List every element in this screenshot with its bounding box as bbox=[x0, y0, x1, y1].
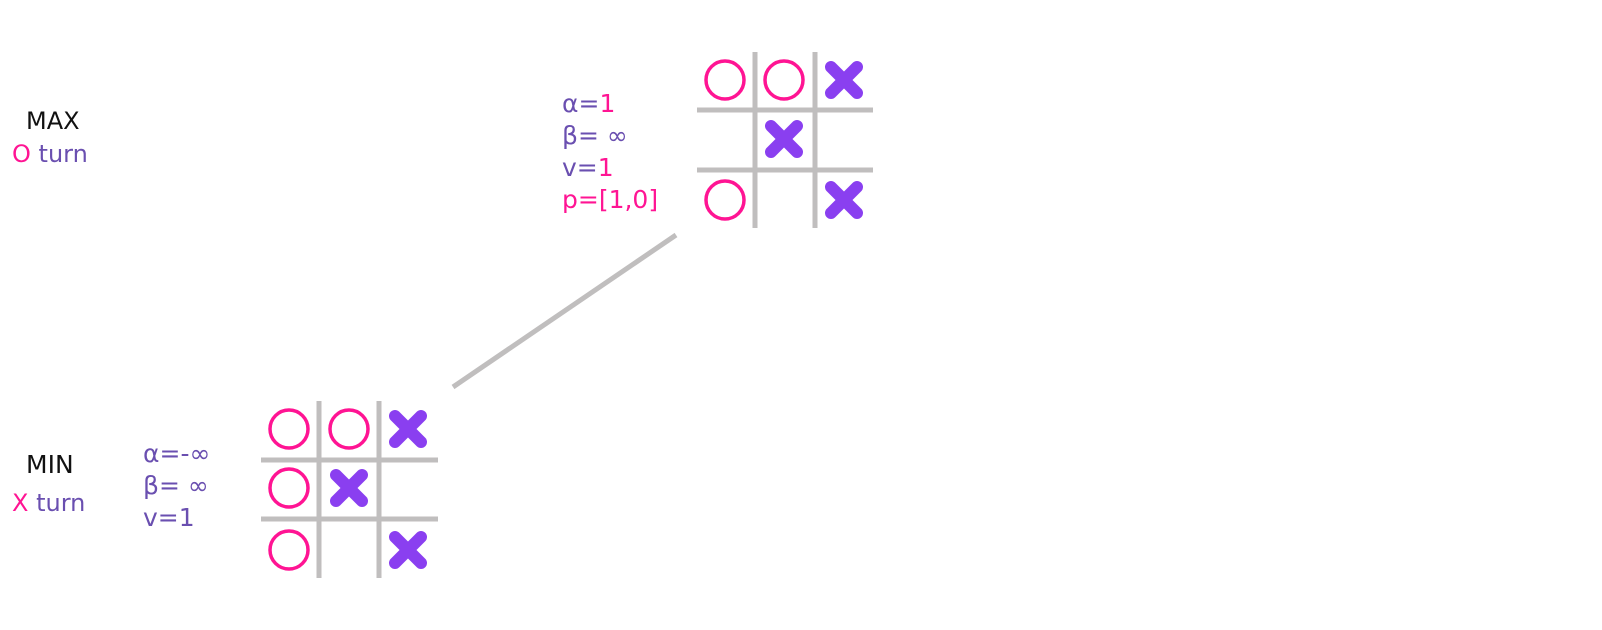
root-alpha: α=1 bbox=[562, 88, 658, 120]
root-alpha-label: α= bbox=[562, 89, 600, 118]
child-v-value: 1 bbox=[178, 503, 195, 532]
child-value: v=1 bbox=[143, 502, 210, 534]
child-beta: β= ∞ bbox=[143, 470, 210, 502]
child-alpha: α=-∞ bbox=[143, 438, 210, 470]
child-x-mark bbox=[389, 410, 427, 448]
child-v-label: v= bbox=[143, 503, 179, 532]
root-beta: β= ∞ bbox=[562, 120, 658, 152]
root-v-value: 1 bbox=[597, 153, 614, 182]
max-turn-player: O bbox=[12, 140, 31, 168]
child-beta-value: ∞ bbox=[179, 471, 209, 500]
child-node-stats: α=-∞ β= ∞ v=1 bbox=[143, 438, 210, 534]
root-value: v=1 bbox=[562, 152, 658, 184]
max-turn-label: O turn bbox=[12, 142, 88, 166]
root-beta-value: ∞ bbox=[598, 121, 628, 150]
tree-edge bbox=[451, 232, 678, 390]
child-o-mark bbox=[268, 529, 310, 571]
min-turn-word: turn bbox=[36, 489, 86, 517]
child-o-mark bbox=[268, 408, 310, 450]
root-board bbox=[697, 52, 873, 228]
child-alpha-label: α= bbox=[143, 439, 181, 468]
child-board bbox=[261, 401, 438, 578]
root-beta-label: β= bbox=[562, 121, 599, 150]
child-x-mark bbox=[389, 531, 427, 569]
root-o-mark bbox=[704, 179, 746, 221]
min-level-label: MIN bbox=[26, 450, 74, 479]
root-node-stats: α=1 β= ∞ v=1 p=[1,0] bbox=[562, 88, 658, 216]
root-path: p=[1,0] bbox=[562, 185, 659, 214]
max-turn-word: turn bbox=[38, 140, 88, 168]
root-o-mark bbox=[763, 59, 805, 101]
min-turn-player: X bbox=[12, 489, 29, 517]
root-x-mark bbox=[765, 120, 803, 158]
child-alpha-value: -∞ bbox=[180, 439, 211, 468]
max-level-label: MAX bbox=[26, 107, 80, 135]
child-o-mark bbox=[268, 467, 310, 509]
min-turn-label: X turn bbox=[12, 491, 85, 515]
child-o-mark bbox=[328, 408, 370, 450]
root-v-label: v= bbox=[562, 153, 598, 182]
child-beta-label: β= bbox=[143, 471, 180, 500]
root-x-mark bbox=[825, 181, 863, 219]
child-x-mark bbox=[330, 469, 368, 507]
root-x-mark bbox=[825, 61, 863, 99]
root-o-mark bbox=[704, 59, 746, 101]
root-alpha-value: 1 bbox=[599, 89, 616, 118]
